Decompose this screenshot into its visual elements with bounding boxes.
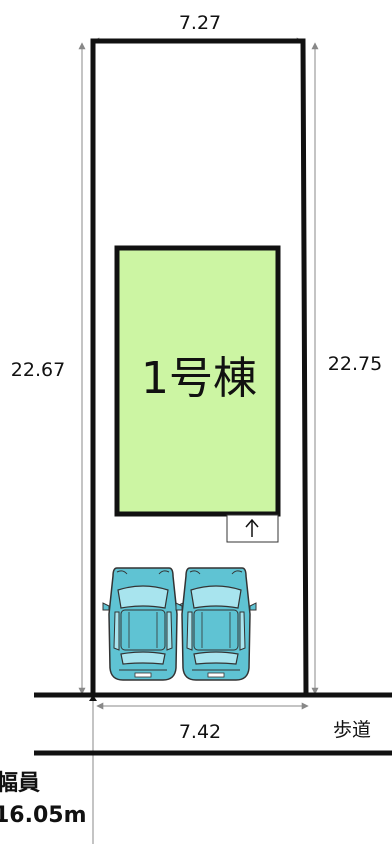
car-icon bbox=[102, 567, 184, 681]
top-dimension-label: 7.27 bbox=[179, 12, 221, 34]
corner-marker-icon bbox=[89, 695, 97, 701]
building-label: 1号棟 bbox=[141, 353, 257, 404]
road-width-value: 16.05m bbox=[0, 803, 87, 828]
left-dimension-label: 22.67 bbox=[11, 359, 65, 381]
up-arrow-icon bbox=[226, 514, 279, 543]
sidewalk-label: 歩道 bbox=[333, 719, 371, 741]
bottom-dimension-label: 7.42 bbox=[179, 721, 221, 743]
building-footprint bbox=[114, 245, 281, 517]
right-dimension-label: 22.75 bbox=[328, 353, 382, 375]
car-icon bbox=[175, 567, 257, 681]
road-width-label: 幅員 bbox=[0, 771, 40, 796]
